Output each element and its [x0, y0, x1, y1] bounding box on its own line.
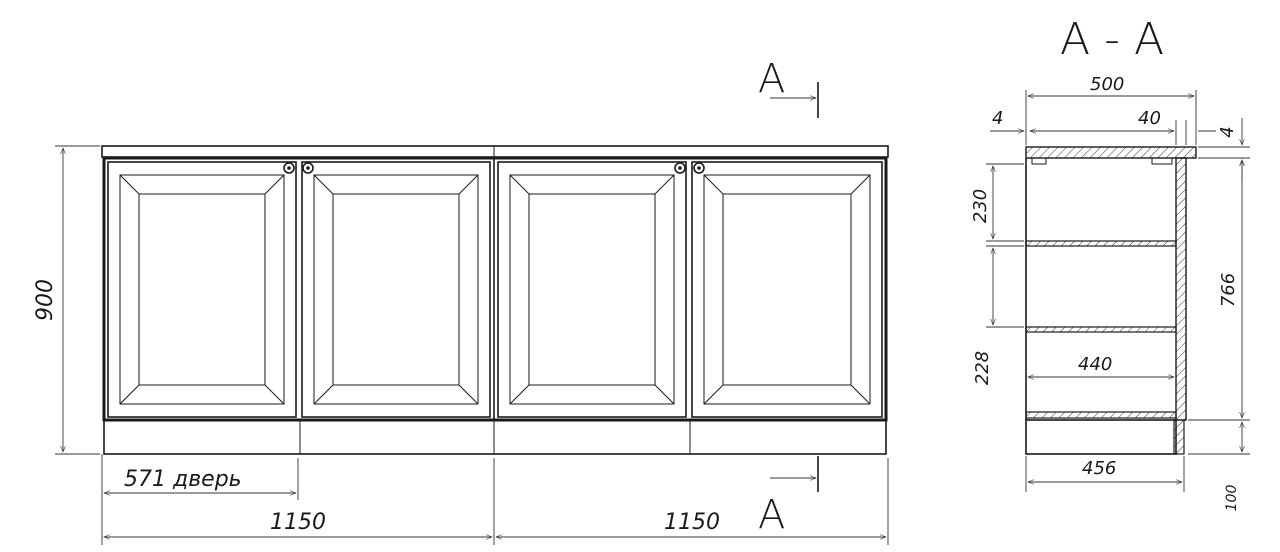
section-title: A - A [1060, 14, 1164, 65]
section-top-panel [1025, 146, 1197, 159]
dim-shelf-gap-top: 230 [970, 189, 991, 223]
plinth [103, 419, 887, 455]
dim-back-inset: 40 [1138, 108, 1161, 129]
dim-door: 571 дверь [101, 454, 299, 545]
dim-shelf-depth: 440 [1078, 354, 1112, 375]
height-label: 900 [33, 279, 58, 321]
dim-top-gap: 4 [1217, 126, 1238, 137]
dim-inner-height: 766 [1218, 273, 1239, 307]
dim-plinth-height: 100 [1224, 485, 1240, 512]
door-2 [301, 161, 491, 418]
width-right-label: 1150 [664, 510, 720, 535]
section-back-panel [1175, 157, 1187, 421]
dim-depth-total: 500 [1090, 74, 1124, 95]
countertop [101, 145, 889, 158]
door-label: 571 дверь [124, 467, 242, 492]
width-left-label: 1150 [270, 510, 326, 535]
door-4 [691, 161, 883, 418]
svg-text:A: A [758, 492, 785, 538]
dim-left-gap: 4 [992, 108, 1003, 129]
dim-shelf-gap-lower: 228 [972, 351, 993, 385]
dim-widths: 1150 1150 [103, 458, 889, 545]
door-1 [107, 161, 297, 418]
dim-height: 900 [33, 145, 100, 455]
svg-text:A: A [758, 56, 785, 102]
door-3 [497, 161, 687, 418]
front-view: 900 571 дверь 1150 1150 A A [33, 56, 889, 545]
knob-icon [283, 162, 705, 174]
section-shelf-1 [1025, 240, 1177, 247]
section-bottom [1025, 411, 1177, 419]
section-shelf-2 [1025, 326, 1177, 333]
dim-base-depth: 456 [1082, 458, 1116, 479]
section-marker-top: A [758, 56, 819, 118]
section-view: A - A 500 4 40 4 [970, 14, 1250, 511]
section-marker-bottom: A [758, 456, 819, 538]
carcass [102, 156, 888, 422]
